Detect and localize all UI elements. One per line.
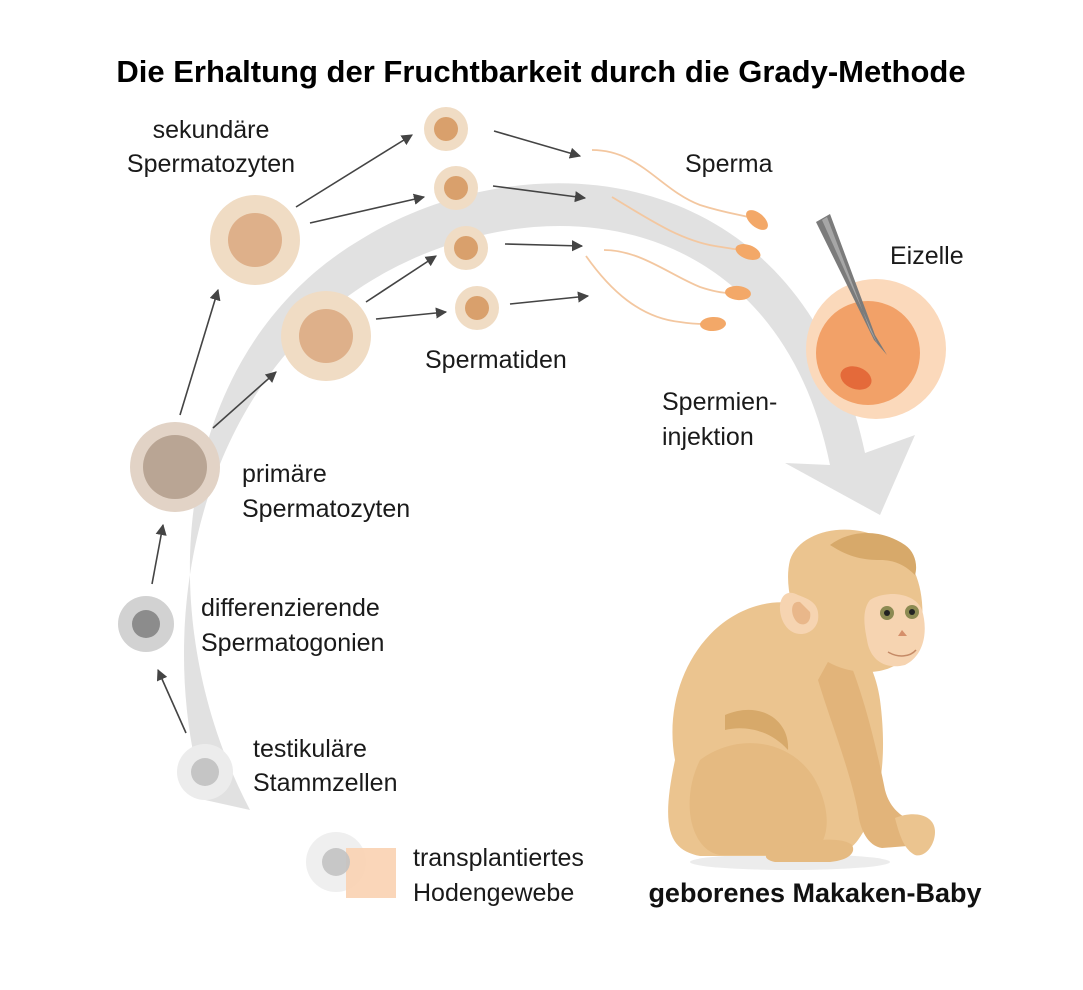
- label-testikulaere-line2: Stammzellen: [253, 769, 398, 797]
- label-differenzierende-line1: differenzierende: [201, 594, 380, 622]
- secondary-spermatocyte-upper-icon: [210, 195, 300, 285]
- label-spermatiden: Spermatiden: [425, 346, 567, 374]
- label-sperma: Sperma: [685, 150, 773, 178]
- stem-cell-icon: [177, 744, 233, 800]
- spermatid-2-icon: [434, 166, 478, 210]
- primary-spermatocyte-icon: [130, 422, 220, 512]
- transplanted-tissue-icon: [306, 832, 396, 898]
- spermatid-3-icon: [444, 226, 488, 270]
- label-primaere-line1: primäre: [242, 460, 327, 488]
- label-baby: geborenes Makaken-Baby: [648, 878, 981, 908]
- spermatid-1-icon: [424, 107, 468, 151]
- sperm-group-icon: [585, 149, 768, 332]
- spermatogonium-icon: [118, 596, 174, 652]
- label-differenzierende-line2: Spermatogonien: [201, 629, 384, 657]
- label-primaere-line2: Spermatozyten: [242, 495, 410, 523]
- injection-needle-icon: [816, 214, 887, 355]
- macaque-baby-icon: [668, 529, 935, 870]
- label-transplantiert-line2: Hodengewebe: [413, 879, 574, 907]
- spermatid-4-icon: [455, 286, 499, 330]
- label-transplantiert-line1: transplantiertes: [413, 844, 584, 872]
- label-spermieninjektion-line1: Spermien-: [662, 388, 777, 416]
- process-arrows: [151, 130, 590, 734]
- diagram-title: Die Erhaltung der Fruchtbarkeit durch di…: [116, 54, 965, 89]
- egg-cell-icon: [806, 279, 946, 419]
- label-sekundaere-line1: sekundäre: [153, 116, 270, 144]
- label-spermieninjektion-line2: injektion: [662, 423, 754, 451]
- label-eizelle: Eizelle: [890, 242, 964, 270]
- secondary-spermatocyte-lower-icon: [281, 291, 371, 381]
- label-sekundaere-line2: Spermatozyten: [127, 150, 295, 178]
- label-testikulaere-line1: testikuläre: [253, 735, 367, 763]
